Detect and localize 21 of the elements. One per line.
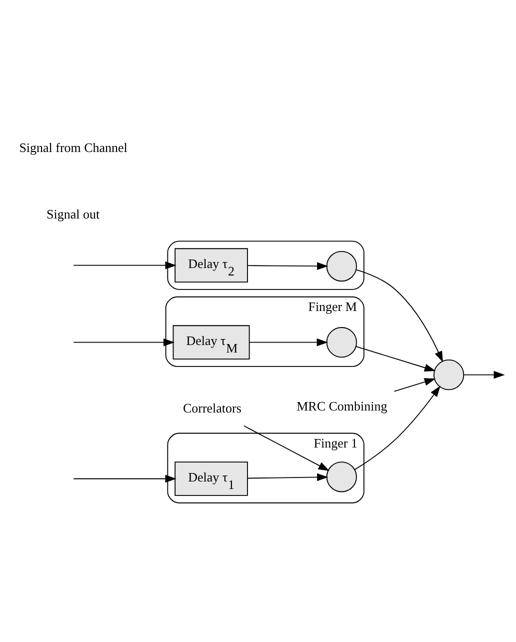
label: Signal out	[46, 206, 100, 222]
arrow	[73, 474, 176, 483]
node-text: MRC Combining	[296, 398, 388, 414]
label: Signal from Channel	[19, 140, 128, 155]
node-circle	[326, 250, 357, 282]
cluster	[167, 240, 364, 290]
arrow	[463, 370, 505, 379]
arrow	[247, 473, 328, 482]
arrow	[356, 269, 443, 362]
arrow	[73, 261, 176, 270]
node-circle	[434, 360, 464, 390]
node-text: Correlators	[182, 400, 242, 416]
arrow	[244, 425, 330, 471]
arrow	[248, 338, 328, 346]
node-circle	[326, 462, 357, 492]
node-circle	[326, 327, 357, 358]
arrow	[394, 378, 436, 392]
arrow	[73, 338, 175, 346]
arrow	[354, 386, 440, 470]
arrow	[247, 262, 328, 270]
arrow	[355, 346, 436, 372]
